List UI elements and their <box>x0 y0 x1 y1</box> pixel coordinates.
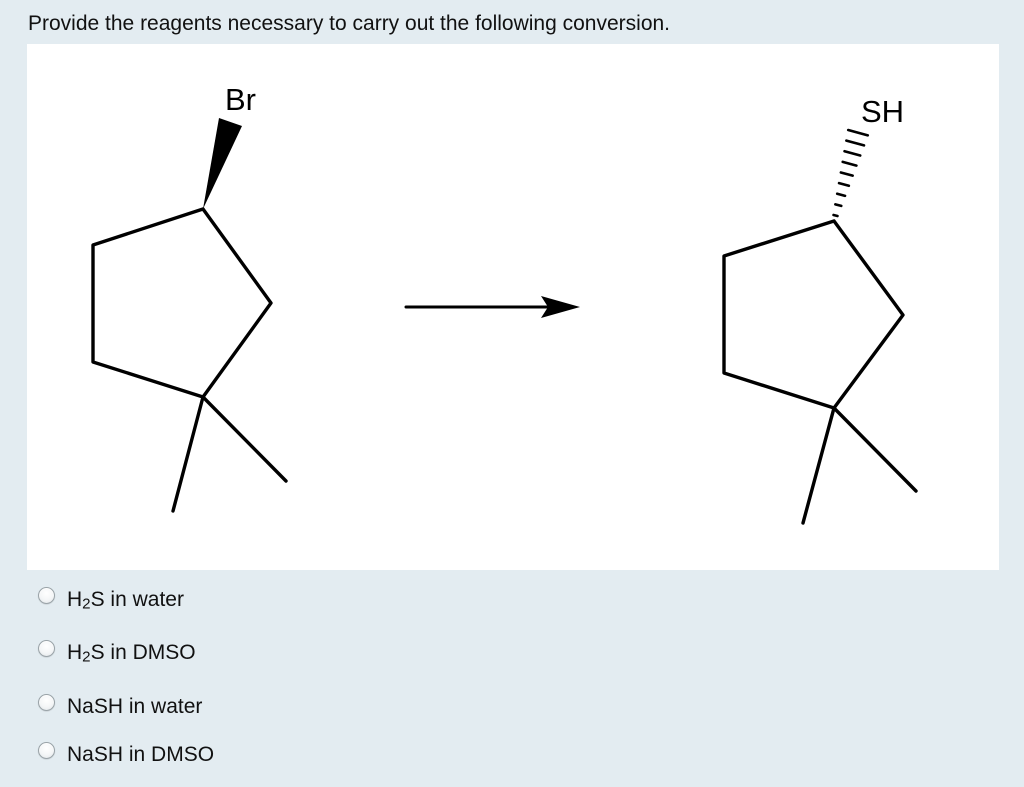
thiol-label: SH <box>861 94 904 129</box>
option-h2s-dmso[interactable]: H2S in DMSO <box>38 638 196 668</box>
product-ring <box>722 219 905 410</box>
radio-button[interactable] <box>38 639 55 657</box>
hash-line <box>837 181 851 188</box>
hash-line <box>846 128 870 137</box>
product-structure <box>722 219 918 525</box>
subscript: 2 <box>82 648 91 666</box>
hash-line <box>834 203 843 208</box>
option-nash-dmso[interactable]: NaSH in DMSO <box>38 740 214 770</box>
option-label: NaSH in water <box>67 695 202 719</box>
option-h2s-water[interactable]: H2S in water <box>38 585 184 615</box>
hash-bond <box>832 128 870 218</box>
reactant-ring <box>91 207 273 399</box>
hash-line <box>841 160 858 167</box>
reaction-figure: Br SH <box>27 44 999 570</box>
radio-button[interactable] <box>38 586 55 604</box>
option-text: NaSH in water <box>67 694 203 718</box>
reaction-scheme: Br SH <box>91 82 918 525</box>
radio-button[interactable] <box>38 741 55 759</box>
subscript: 2 <box>82 595 91 613</box>
option-label: NaSH in DMSO <box>67 743 214 767</box>
hash-line <box>835 192 847 198</box>
hash-line <box>843 149 862 157</box>
hash-line <box>839 171 854 177</box>
option-text: H <box>67 587 83 611</box>
option-nash-water[interactable]: NaSH in water <box>38 692 202 722</box>
option-text: NaSH in DMSO <box>67 742 215 766</box>
question-text: Provide the reagents necessary to carry … <box>28 12 671 35</box>
reactant-methyl-bond-2 <box>201 395 288 483</box>
bromine-label: Br <box>225 82 256 117</box>
radio-button[interactable] <box>38 693 55 711</box>
hash-line <box>832 213 839 218</box>
option-label: H2S in water <box>67 588 184 612</box>
option-text: H <box>67 640 83 664</box>
option-text: S in water <box>90 587 184 611</box>
wedge-bond <box>203 118 242 209</box>
reaction-arrow <box>404 296 580 318</box>
reactant-structure <box>91 207 288 513</box>
option-text: S in DMSO <box>90 640 196 664</box>
product-methyl-bond-2 <box>832 406 918 493</box>
hash-line <box>845 139 866 147</box>
reactant-methyl-bond-1 <box>171 395 205 513</box>
product-methyl-bond-1 <box>801 406 836 525</box>
arrow-head <box>541 296 580 318</box>
option-label: H2S in DMSO <box>67 641 196 665</box>
